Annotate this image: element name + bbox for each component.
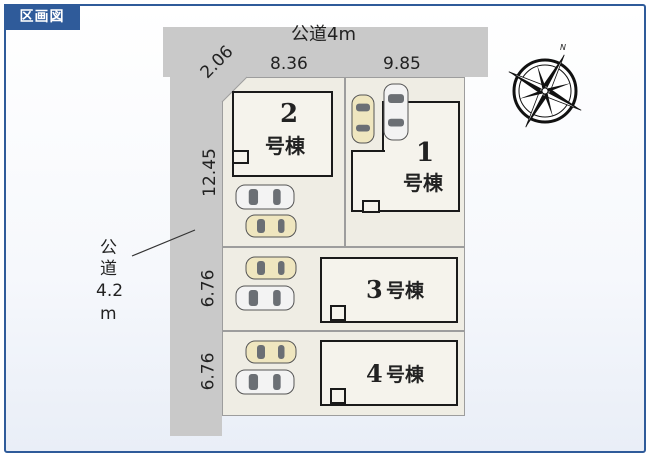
compass-rose-icon	[508, 54, 582, 128]
building-3-entrance	[330, 305, 346, 321]
dim-north-right: 9.85	[383, 54, 421, 74]
west-road-label-3: 4.2	[96, 281, 124, 301]
car-icon	[245, 340, 297, 364]
building-1-number: 1	[416, 138, 435, 168]
building-2-number: 2	[280, 99, 299, 129]
site-plan-tag: 区画図	[4, 4, 80, 30]
building-2-suffix: 号棟	[265, 134, 305, 158]
building-2-entrance	[232, 150, 249, 164]
car-icon	[235, 285, 295, 311]
building-4-suffix: 号棟	[386, 364, 425, 386]
car-icon	[235, 184, 295, 210]
dim-north-left: 8.36	[270, 54, 308, 74]
car-icon	[383, 83, 409, 141]
building-4-number: 4	[366, 359, 383, 388]
west-road-label-1: 公	[100, 238, 117, 258]
compass-north-letter: N	[560, 43, 566, 52]
building-3-suffix: 号棟	[386, 280, 425, 302]
west-road	[170, 27, 222, 436]
building-4-entrance	[330, 388, 346, 404]
west-road-label-4: m	[100, 304, 117, 324]
building-1-suffix: 号棟	[403, 171, 443, 195]
car-icon	[235, 369, 295, 395]
building-3-number: 3	[366, 275, 383, 304]
north-road-label: 公道4m	[291, 24, 356, 45]
west-road-label-2: 道	[100, 259, 117, 279]
building-1-entrance	[362, 200, 380, 213]
car-icon	[351, 94, 375, 144]
car-icon	[245, 214, 297, 238]
car-icon	[245, 256, 297, 280]
